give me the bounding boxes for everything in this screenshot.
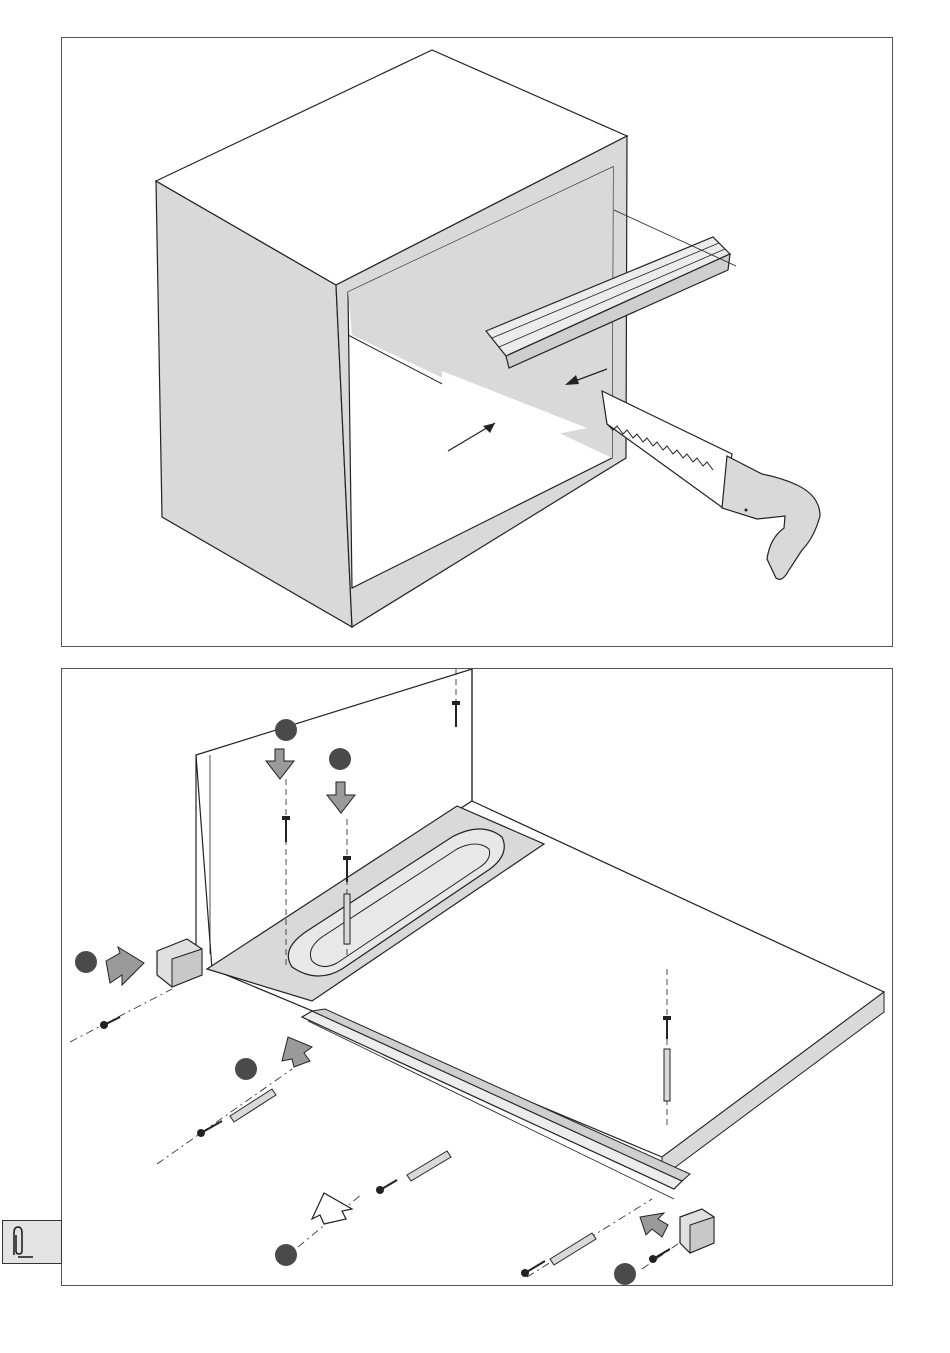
wall-plug-icon	[407, 1151, 451, 1181]
step-marker-icon	[329, 748, 351, 770]
screw-icon	[376, 1180, 397, 1194]
mount-tray-illustration	[61, 668, 893, 1286]
mount-tray-drawing	[62, 669, 892, 1285]
step-marker-icon	[235, 1058, 257, 1080]
wall-plug-icon	[550, 1233, 596, 1265]
wall-plug-icon	[344, 894, 350, 944]
screw-icon	[100, 1017, 120, 1029]
screw-icon	[197, 1121, 222, 1137]
end-cap-icon	[157, 939, 202, 987]
language-tab	[2, 1220, 62, 1264]
screw-icon	[649, 1249, 670, 1263]
arrow-icon	[282, 1037, 312, 1067]
arrow-icon	[312, 1193, 352, 1224]
wall-plug-icon	[664, 1049, 670, 1101]
arrow-icon	[640, 1213, 668, 1237]
screw-icon	[521, 1261, 545, 1277]
end-cap-icon	[680, 1209, 714, 1253]
cut-rail-drawing	[62, 38, 892, 646]
hand-saw-icon	[602, 391, 820, 579]
step-marker-icon	[75, 951, 97, 973]
step-marker-icon	[614, 1263, 636, 1285]
arrow-icon	[106, 947, 144, 985]
step-marker-icon	[275, 1244, 297, 1266]
cut-rail-illustration	[61, 37, 893, 647]
wall-plug-icon	[230, 1089, 276, 1122]
paperclip-icon	[3, 1221, 61, 1263]
step-marker-icon	[275, 719, 297, 741]
